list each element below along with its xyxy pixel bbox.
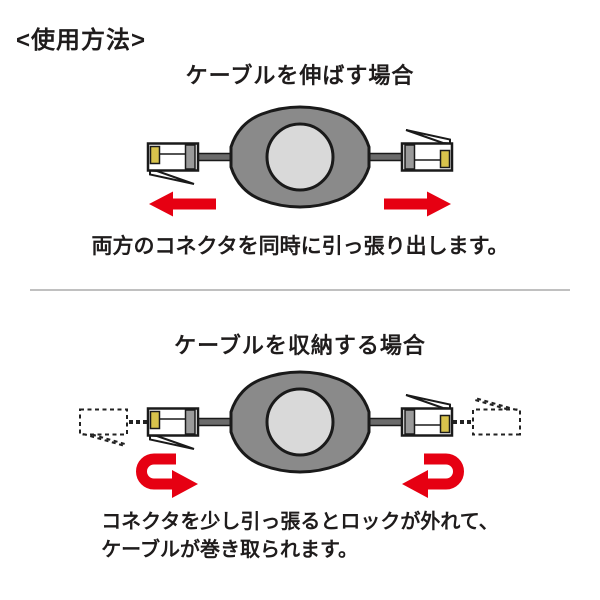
pull-right-arrow bbox=[384, 191, 451, 217]
left-connector bbox=[146, 142, 236, 186]
page-title: <使用方法> bbox=[16, 27, 147, 54]
pull-left-arrow bbox=[149, 191, 216, 217]
extend-caption: 両方のコネクタを同時に引っ張り出します。 bbox=[91, 235, 509, 258]
retract-caption-line2: ケーブルが巻き取られます。 bbox=[101, 539, 358, 561]
section-divider bbox=[30, 289, 570, 291]
retract-left-arrow bbox=[142, 459, 199, 498]
retract-caption-line1: コネクタを少し引っ張るとロックが外れて、 bbox=[101, 511, 499, 533]
retract-right-arrow bbox=[402, 459, 459, 498]
retract-section-heading: ケーブルを収納する場合 bbox=[174, 333, 426, 358]
right-connector-ghost bbox=[472, 397, 521, 436]
cable-reel bbox=[229, 370, 371, 474]
extend-section-heading: ケーブルを伸ばす場合 bbox=[185, 63, 415, 88]
retract-diagram bbox=[79, 370, 521, 505]
right-connector bbox=[364, 393, 454, 437]
cable-reel bbox=[229, 105, 371, 209]
left-connector-ghost bbox=[79, 408, 128, 447]
extend-diagram bbox=[146, 105, 454, 217]
left-connector bbox=[146, 407, 236, 451]
right-connector bbox=[364, 128, 454, 172]
retract-caption: コネクタを少し引っ張るとロックが外れて、 ケーブルが巻き取られます。 bbox=[0, 508, 600, 564]
